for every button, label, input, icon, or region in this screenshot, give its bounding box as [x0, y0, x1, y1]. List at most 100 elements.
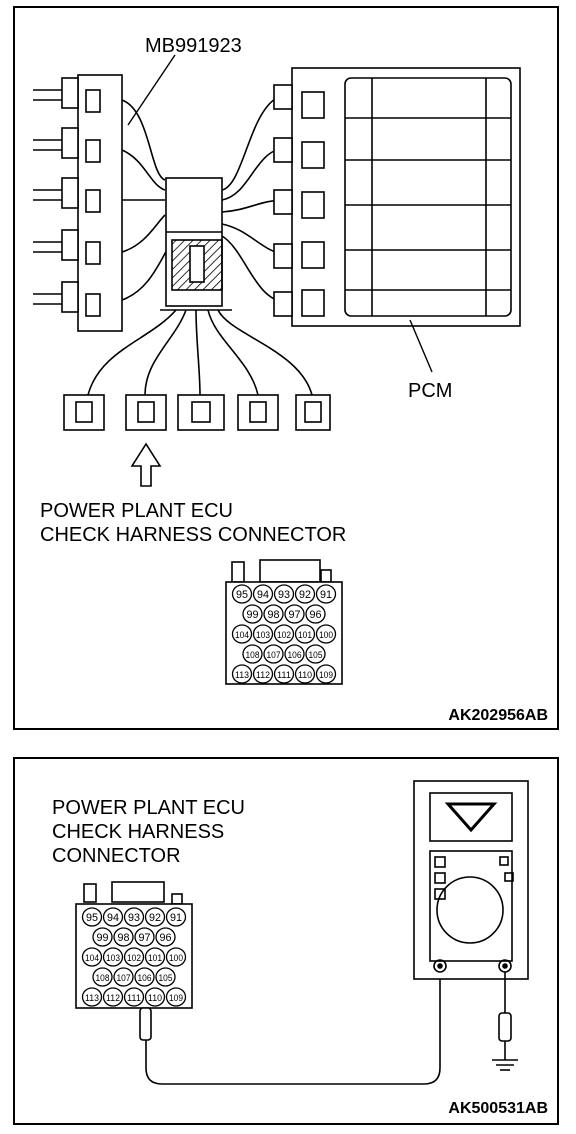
pin-label: 103: [256, 630, 270, 640]
pin-circle: [231, 624, 253, 644]
pin-label: 105: [159, 973, 173, 983]
test-lead: [139, 968, 441, 1085]
multimeter: [413, 780, 529, 1071]
pin-label: 102: [127, 953, 141, 963]
pin-label: 104: [85, 953, 99, 963]
pin-circle: [294, 664, 316, 684]
pin-label: 94: [257, 589, 269, 601]
pin-label: 92: [299, 589, 311, 601]
pin-circle: [81, 987, 103, 1007]
pin-circle: [165, 987, 187, 1007]
pin-label: 95: [86, 912, 98, 924]
pin-label: 95: [236, 589, 248, 601]
pin-label: 101: [148, 953, 162, 963]
pin-label: 97: [139, 932, 151, 944]
pin-circle: [263, 604, 284, 624]
pin-circle: [155, 927, 176, 947]
pin-label: 104: [235, 630, 249, 640]
pin-label: 111: [127, 993, 141, 1003]
pin-label: 109: [319, 670, 333, 680]
pin-label: 107: [267, 650, 281, 660]
pin-circle: [102, 987, 124, 1007]
pin-circle: [144, 907, 166, 927]
pin-circle: [144, 987, 166, 1007]
pin-circle: [155, 967, 176, 987]
pin-label: 110: [148, 993, 162, 1003]
pin-label: 101: [298, 630, 312, 640]
pin-label: 91: [320, 589, 332, 601]
pin-circle: [231, 664, 253, 684]
pin-label: 103: [106, 953, 120, 963]
tool-harness-drawing: [33, 54, 521, 431]
pin-circle: [252, 584, 274, 604]
pin-label: 113: [85, 993, 99, 1003]
pin-circle: [123, 947, 145, 967]
pin-label: 111: [277, 670, 291, 680]
pin-circle: [165, 907, 187, 927]
pin-circle: [252, 664, 274, 684]
pin-circle: [165, 947, 187, 967]
pin-circle: [102, 947, 124, 967]
pin-label: 108: [96, 973, 110, 983]
caption-top-line1: POWER PLANT ECU: [40, 500, 233, 522]
pin-circle: [102, 907, 124, 927]
pin-label: 110: [298, 670, 312, 680]
pin-label: 106: [288, 650, 302, 660]
figure-code-top: AK202956AB: [448, 707, 548, 724]
pin-label: 106: [138, 973, 152, 983]
pin-circle: [273, 584, 295, 604]
pin-label: 107: [117, 973, 131, 983]
pin-label: 108: [246, 650, 260, 660]
pin-circle: [273, 664, 295, 684]
pin-label: 94: [107, 912, 119, 924]
pin-label: 112: [106, 993, 120, 1003]
pin-circle: [315, 664, 337, 684]
pin-label: 99: [247, 609, 259, 621]
pin-label: 100: [169, 953, 183, 963]
pin-label: 99: [97, 932, 109, 944]
pcm-unit: [273, 67, 521, 327]
tool-label: MB991923: [145, 35, 242, 57]
pin-circle: [252, 624, 274, 644]
harness-trunk: [160, 177, 232, 311]
pin-circle: [315, 624, 337, 644]
pin-label: 96: [160, 932, 172, 944]
pin-label: 97: [289, 609, 301, 621]
pin-circle: [284, 604, 305, 624]
pin-label: 91: [170, 912, 182, 924]
pin-circle: [231, 584, 253, 604]
check-connector-row: [63, 394, 331, 431]
pin-circle: [92, 927, 113, 947]
pin-label: 98: [268, 609, 280, 621]
pin-label: 100: [319, 630, 333, 640]
pin-label: 96: [310, 609, 322, 621]
pin-circle: [305, 604, 326, 624]
pin-circle: [273, 624, 295, 644]
pin-circle: [263, 644, 284, 664]
figure-code-bottom: AK500531AB: [448, 1100, 548, 1117]
pin-circle: [315, 584, 337, 604]
pin-label: 113: [235, 670, 249, 680]
caption-bottom-line2: CHECK HARNESS: [52, 821, 224, 843]
connector-pins-top: 95 94 93 92 91 99 98 97 96 104 103 102 101 100 108 107 1…: [231, 584, 337, 684]
pin-circle: [92, 967, 113, 987]
pin-circle: [134, 967, 155, 987]
pin-circle: [144, 947, 166, 967]
pin-circle: [123, 907, 145, 927]
pin-circle: [294, 584, 316, 604]
caption-bottom-line1: POWER PLANT ECU: [52, 797, 245, 819]
pin-circle: [305, 644, 326, 664]
pcm-label: PCM: [408, 380, 452, 402]
pin-label: 93: [128, 912, 140, 924]
pin-circle: [242, 644, 263, 664]
pointer-arrow: [130, 442, 162, 487]
caption-bottom-line3: CONNECTOR: [52, 845, 181, 867]
pin-label: 98: [118, 932, 130, 944]
pin-label: 93: [278, 589, 290, 601]
pin-label: 102: [277, 630, 291, 640]
caption-top-line2: CHECK HARNESS CONNECTOR: [40, 524, 346, 546]
pin-circle: [242, 604, 263, 624]
pin-circle: [123, 987, 145, 1007]
